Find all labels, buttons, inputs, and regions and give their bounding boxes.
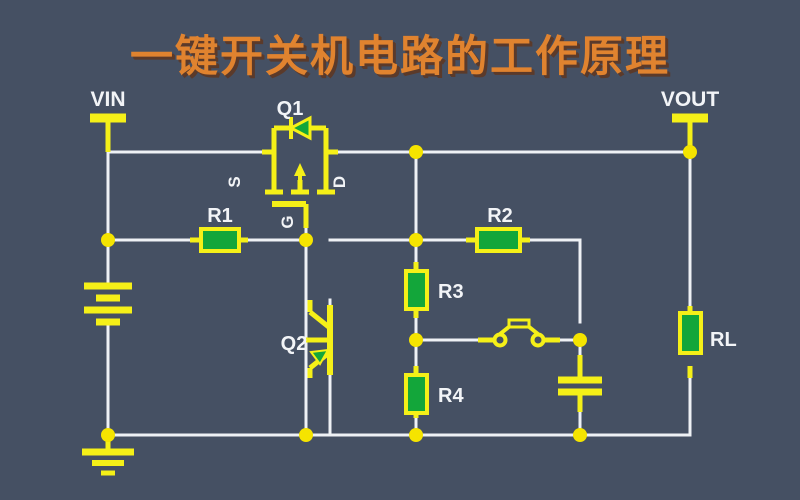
node-gate-r1 xyxy=(299,233,313,247)
label-q1: Q1 xyxy=(277,98,304,120)
component-artwork xyxy=(82,113,708,476)
label-mosfet-source: S xyxy=(225,176,244,187)
label-mosfet-gate: G xyxy=(278,215,297,228)
label-r1: R1 xyxy=(207,205,233,227)
node-gate-bottom xyxy=(299,428,313,442)
node-cap-bottom xyxy=(573,428,587,442)
node-top-mid xyxy=(409,145,423,159)
vin-terminal-icon xyxy=(90,113,126,152)
r1-body xyxy=(199,227,241,253)
label-r2: R2 xyxy=(487,205,513,227)
r3-body xyxy=(404,269,429,311)
q2-emitter-arrow xyxy=(309,348,330,366)
label-r3: R3 xyxy=(438,281,464,303)
node-switch-right xyxy=(573,333,587,347)
switch-actuator xyxy=(507,318,531,329)
page-title: 一键开关机电路的工作原理 xyxy=(130,33,670,81)
q2-bjt-symbol xyxy=(306,300,333,378)
resistor-bodies xyxy=(199,227,703,415)
label-vin: VIN xyxy=(90,88,125,111)
node-vin-r1 xyxy=(101,233,115,247)
r4-body xyxy=(404,373,429,415)
label-q2: Q2 xyxy=(281,333,308,355)
label-r4: R4 xyxy=(438,385,464,407)
node-r2-r3 xyxy=(409,233,423,247)
q1-body-diode xyxy=(287,115,312,141)
label-mosfet-drain: D xyxy=(330,176,349,188)
switch-contact-left xyxy=(492,332,508,348)
battery-symbol xyxy=(84,282,132,326)
node-ground-left xyxy=(101,428,115,442)
wire-network xyxy=(106,116,692,437)
r2-body xyxy=(475,227,522,253)
rl-body xyxy=(678,311,703,355)
label-vout: VOUT xyxy=(661,88,720,111)
switch-contact-right xyxy=(530,332,546,348)
push-button-switch[interactable] xyxy=(478,318,560,348)
q1-mosfet-symbol xyxy=(262,115,338,228)
label-rl: RL xyxy=(710,329,737,351)
capacitor-symbol xyxy=(558,355,602,412)
node-switch-left xyxy=(409,333,423,347)
node-r4-bottom xyxy=(409,428,423,442)
node-vout xyxy=(683,145,697,159)
junction-nodes xyxy=(101,145,697,442)
